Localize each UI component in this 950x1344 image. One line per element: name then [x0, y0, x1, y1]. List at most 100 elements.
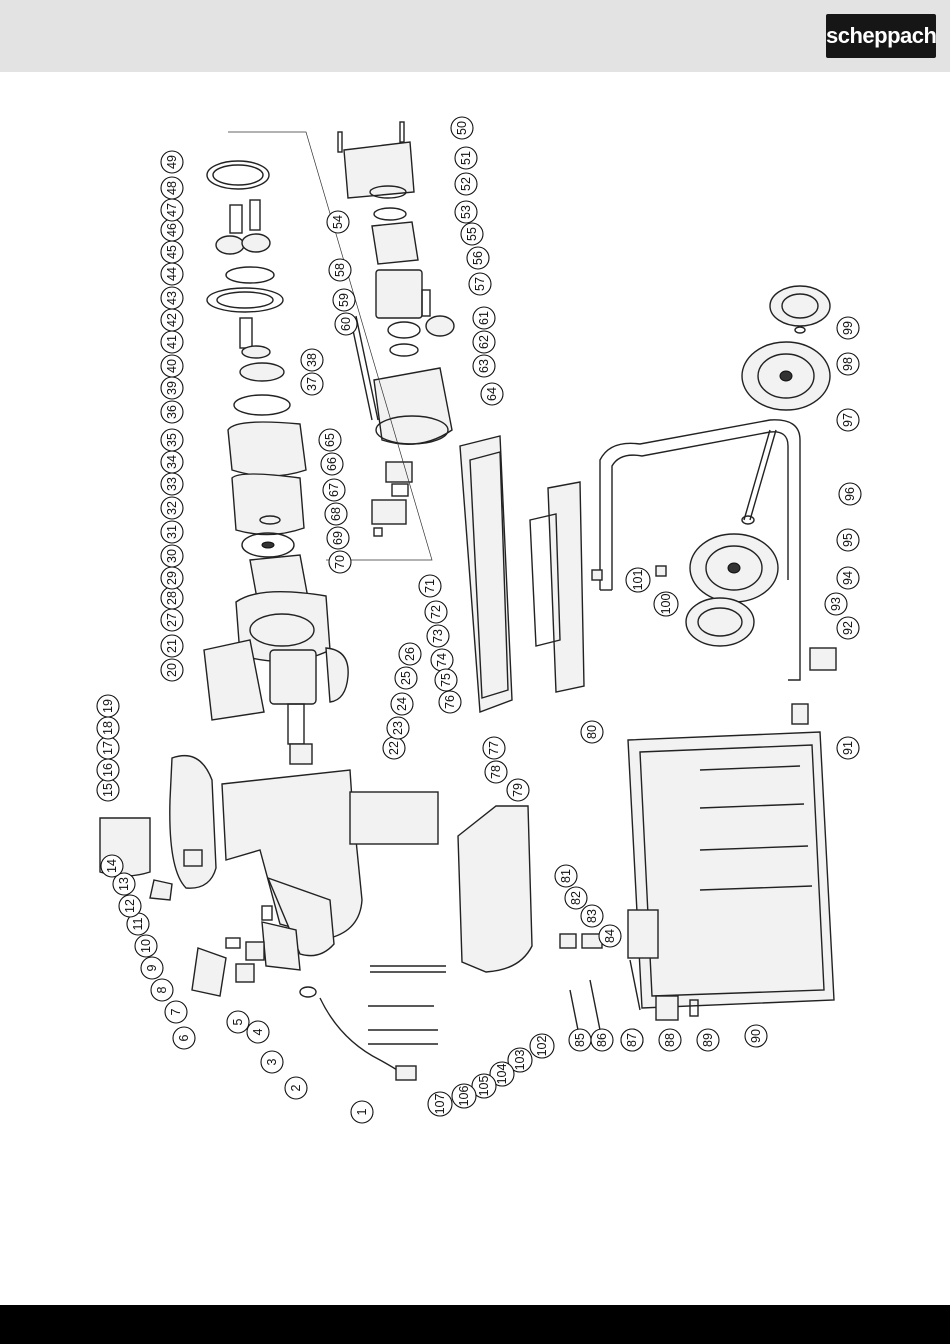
callout-circle: [427, 1091, 453, 1117]
callout-circle: [390, 692, 414, 716]
callout-27: 27: [160, 608, 184, 632]
callout-circle: [418, 574, 442, 598]
callout-28: 28: [160, 586, 184, 610]
callout-number: 30: [165, 549, 179, 563]
callout-8: 8: [150, 978, 174, 1002]
callout-circle: [160, 286, 184, 310]
callout-circle: [424, 600, 448, 624]
callout-92: 92: [836, 616, 860, 640]
callout-77: 77: [482, 736, 506, 760]
callout-25: 25: [394, 666, 418, 690]
callout-107: 107: [427, 1091, 453, 1117]
callout-circle: [472, 354, 496, 378]
callout-number: 46: [165, 223, 179, 237]
callout-number: 104: [495, 1064, 509, 1085]
callout-circle: [836, 616, 860, 640]
callout-number: 42: [165, 313, 179, 327]
callout-71: 71: [418, 574, 442, 598]
callout-number: 4: [251, 1028, 265, 1035]
motor-assembly: [203, 160, 349, 765]
callout-17: 17: [96, 736, 120, 760]
callout-circle: [164, 1000, 188, 1024]
callout-number: 45: [165, 245, 179, 259]
callout-circle: [836, 352, 860, 376]
callout-circle: [460, 222, 484, 246]
callout-54: 54: [326, 210, 350, 234]
callout-circle: [454, 146, 478, 170]
callout-21: 21: [160, 634, 184, 658]
callout-circle: [160, 496, 184, 520]
callout-circle: [438, 690, 462, 714]
callout-number: 67: [327, 483, 341, 497]
callout-number: 79: [511, 783, 525, 797]
callout-75: 75: [434, 668, 458, 692]
callout-number: 20: [165, 663, 179, 677]
callout-circle: [96, 694, 120, 718]
callout-16: 16: [96, 758, 120, 782]
callout-circle: [160, 176, 184, 200]
callout-circle: [324, 502, 348, 526]
callout-55: 55: [460, 222, 484, 246]
callout-18: 18: [96, 716, 120, 740]
callout-number: 78: [489, 765, 503, 779]
callout-76: 76: [438, 690, 462, 714]
page-footer: [0, 1305, 950, 1344]
callout-circle: [507, 1047, 533, 1073]
callout-number: 36: [165, 405, 179, 419]
callout-number: 105: [477, 1076, 491, 1097]
callout-circle: [386, 716, 410, 740]
callout-36: 36: [160, 400, 184, 424]
callout-circle: [554, 864, 578, 888]
callout-64: 64: [480, 382, 504, 406]
callout-43: 43: [160, 286, 184, 310]
callout-circle: [836, 408, 860, 432]
callout-number: 28: [165, 591, 179, 605]
callout-circle: [564, 886, 588, 910]
callout-number: 16: [101, 763, 115, 777]
callout-80: 80: [580, 720, 604, 744]
callout-number: 101: [631, 570, 645, 591]
callout-circle: [468, 272, 492, 296]
callout-number: 68: [329, 507, 343, 521]
callout-number: 61: [477, 311, 491, 325]
callout-number: 84: [603, 929, 617, 943]
callout-circle: [506, 778, 530, 802]
callout-number: 95: [841, 533, 855, 547]
callout-57: 57: [468, 272, 492, 296]
callout-number: 31: [165, 525, 179, 539]
callout-number: 41: [165, 335, 179, 349]
callout-99: 99: [836, 316, 860, 340]
callout-number: 10: [139, 939, 153, 953]
callout-circle: [326, 526, 350, 550]
callout-37: 37: [300, 372, 324, 396]
callout-42: 42: [160, 308, 184, 332]
callout-52: 52: [454, 172, 478, 196]
callout-44: 44: [160, 262, 184, 286]
callout-circle: [226, 1010, 250, 1034]
callout-number: 44: [165, 267, 179, 281]
callout-number: 77: [487, 741, 501, 755]
callout-number: 48: [165, 181, 179, 195]
callout-number: 43: [165, 291, 179, 305]
callout-85: 85: [568, 1028, 592, 1052]
callout-number: 63: [477, 359, 491, 373]
callout-53: 53: [454, 200, 478, 224]
callout-circle: [160, 658, 184, 682]
callout-1: 1: [350, 1100, 374, 1124]
callout-number: 15: [101, 783, 115, 797]
callout-number: 17: [101, 741, 115, 755]
callout-number: 26: [403, 647, 417, 661]
callout-circle: [160, 520, 184, 544]
callout-number: 81: [559, 869, 573, 883]
callout-40: 40: [160, 354, 184, 378]
callout-circle: [472, 330, 496, 354]
callout-90: 90: [744, 1024, 768, 1048]
callout-number: 11: [131, 917, 145, 930]
callout-32: 32: [160, 496, 184, 520]
callout-number: 5: [231, 1018, 245, 1025]
callout-88: 88: [658, 1028, 682, 1052]
callout-circle: [653, 591, 679, 617]
callout-number: 73: [431, 629, 445, 643]
callout-102: 102: [529, 1033, 555, 1059]
callout-number: 58: [333, 263, 347, 277]
